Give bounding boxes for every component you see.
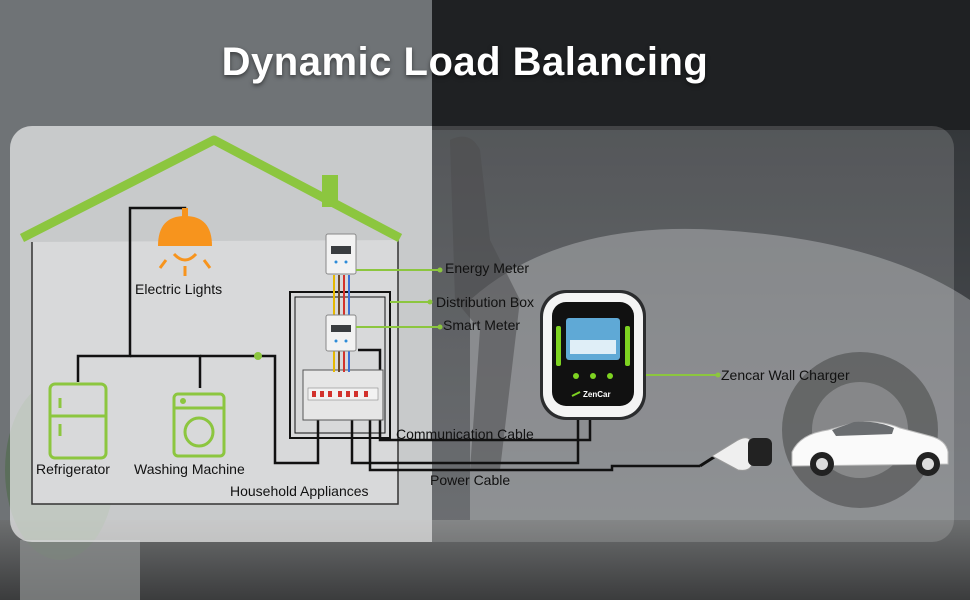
- wall-charger-icon: [540, 290, 646, 420]
- lamp-icon: [158, 208, 212, 276]
- power-cable-label: Power Cable: [430, 472, 511, 488]
- wall-charger-label: Zencar Wall Charger: [721, 367, 850, 383]
- energy-meter-icon: [325, 233, 357, 275]
- car-icon: [791, 421, 949, 476]
- smart-meter-label: Smart Meter: [443, 317, 521, 333]
- washing-machine-label: Washing Machine: [134, 461, 245, 477]
- leader-lines: [356, 269, 718, 376]
- distribution-box-label: Distribution Box: [436, 294, 535, 310]
- energy-meter-label: Energy Meter: [445, 260, 530, 276]
- communication-cable-label: Communication Cable: [396, 426, 534, 442]
- meter-cables: [333, 275, 350, 372]
- washing-machine-icon: [172, 392, 226, 458]
- charger-brand: ZenCar: [583, 390, 611, 399]
- page-title: Dynamic Load Balancing: [221, 40, 709, 84]
- smart-meter-icon: [325, 314, 357, 352]
- refrigerator-label: Refrigerator: [36, 461, 110, 477]
- household-appliances-label: Household Appliances: [230, 483, 369, 499]
- charging-plug-icon: [699, 437, 772, 471]
- electric-lights-label: Electric Lights: [135, 281, 223, 297]
- refrigerator-icon: [48, 382, 108, 460]
